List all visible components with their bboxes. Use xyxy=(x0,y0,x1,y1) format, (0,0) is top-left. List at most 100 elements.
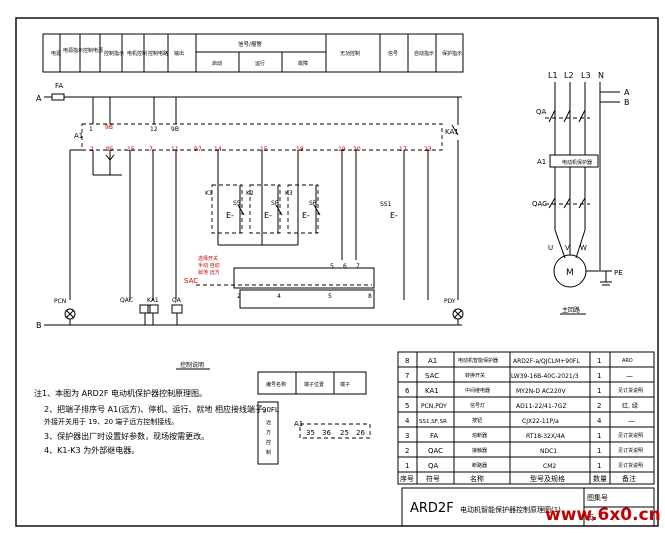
bom-cell: 1 xyxy=(597,462,601,470)
terminal: 17 xyxy=(399,146,407,153)
header-cell: 无功控制 xyxy=(340,50,360,57)
bom-cell: 4 xyxy=(597,417,602,425)
header-group-label: 信号/报警 xyxy=(238,40,262,48)
bom-cell: 2 xyxy=(597,402,601,410)
bom-header-cell: 符号 xyxy=(426,474,440,483)
header-cell: 控制电路 xyxy=(148,50,168,57)
contact-symbol: E- xyxy=(226,211,234,220)
terminal-vert-text: 制 xyxy=(266,449,271,456)
bom-row: 4 SS1,SF,SR 按钮 CJX22-11P/a 4 — xyxy=(405,417,635,425)
bom-cell: 接触器 xyxy=(472,447,487,454)
terminal-vert-text: 方 xyxy=(266,429,271,436)
title-main: ARD2F xyxy=(410,501,454,516)
header-sub-cell: 启动 xyxy=(212,60,222,67)
terminal: 97 xyxy=(194,146,202,153)
header-cell: 保护指示 xyxy=(442,50,462,57)
sac-note-line: 手动 自动 xyxy=(198,262,220,269)
pe-label: PE xyxy=(614,269,623,277)
a1-box-text: 电动机保护器 xyxy=(562,159,592,166)
terminal: 18 xyxy=(296,146,304,153)
bom-cell: — xyxy=(628,417,635,425)
bom-cell: AD11-22/41-7GZ xyxy=(516,403,567,410)
top-terminal: 1 xyxy=(89,126,93,133)
terminal: 15 xyxy=(127,146,135,153)
title-block: ARD2F 电动机智能保护器控制原理图(1) 图集号 页 xyxy=(401,487,655,527)
bom-header-row: 序号 符号 名称 型号及规格 数量 备注 xyxy=(400,474,636,483)
top-terminal: 12 xyxy=(150,126,158,133)
bom-cell: QA xyxy=(428,462,439,470)
terminal-table: 编号名称 端子位置 端子 90FL 远 方 控 制 A1 35 36 25 26 xyxy=(257,371,371,465)
terminal-w: W xyxy=(580,244,587,252)
breaker-qa-label: QA xyxy=(536,108,547,116)
a1-label-main: A1 xyxy=(537,158,546,166)
bom-cell: 见订货说明 xyxy=(618,387,643,394)
bus-a-label: A xyxy=(36,94,42,103)
bom-header-cell: 备注 xyxy=(622,474,636,483)
sac-selector: SAC 选择开关 手动 自动 就地 远方 2 4 5 8 5 6 7 xyxy=(184,255,375,309)
bom-cell: 转换开关 xyxy=(465,372,485,379)
bom-cell: RT18-32X/4A xyxy=(526,433,566,440)
header-cell: 电机控制 xyxy=(127,50,147,57)
bom-cell: PCN,PDY xyxy=(421,403,447,410)
header-cell: 控制电源 xyxy=(83,47,103,54)
notes-block: 控制说明 注1、本图为 ARD2F 电动机保护器控制原理图。 2、把端子排序号 … xyxy=(34,361,271,455)
bom-cell: 电动机智能保护器 xyxy=(458,357,498,364)
sac-number: 7 xyxy=(356,263,360,270)
bom-cell: MY2N-D AC220V xyxy=(516,388,566,395)
bom-cell: 见订货说明 xyxy=(618,432,643,439)
top-terminal: 9B xyxy=(105,124,113,131)
terminal-tag: 90FL xyxy=(262,406,279,414)
bom-cell: NDC1 xyxy=(540,448,557,455)
note-line: 3、保护器出厂时设置好参数，现场按需更改。 xyxy=(44,431,209,441)
bom-cell: 中间继电器 xyxy=(465,387,490,394)
main-bus-a: A xyxy=(624,88,630,97)
bom-cell: 见订货说明 xyxy=(618,447,643,454)
sac-label: SAC xyxy=(184,277,198,285)
bom-cell: 7 xyxy=(405,372,409,380)
terminal: 11 xyxy=(171,146,179,153)
title-subtitle: 电动机智能保护器控制原理图(1) xyxy=(460,505,561,514)
bom-table: 8 A1 电动机智能保护器 ARD2F-a/QJCLM+90FL 1 ARD 7… xyxy=(397,351,655,485)
a1-protector-box xyxy=(81,123,443,151)
main-circuit-caption: 主回路 xyxy=(562,306,580,314)
terminal: 95 xyxy=(106,146,114,153)
terminal: 14 xyxy=(214,146,222,153)
motor-label: M xyxy=(566,268,574,278)
bom-cell: 8 xyxy=(405,357,409,365)
bom-cell: CJX22-11P/a xyxy=(522,418,559,425)
header-sub-cell: 运行 xyxy=(255,60,265,67)
bom-row: 7 SAC 转换开关 LW39-16B-40C-2021/3 1 — xyxy=(405,372,633,380)
bom-cell: 1 xyxy=(597,372,601,380)
bom-cell: 1 xyxy=(597,447,601,455)
bom-cell: 1 xyxy=(597,432,601,440)
bom-cell: 1 xyxy=(597,357,601,365)
bom-cell: 1 xyxy=(597,387,601,395)
terminal: 2 xyxy=(90,146,94,153)
coil-qa xyxy=(171,304,183,314)
terminal-number: 35 xyxy=(306,429,315,437)
bom-header-cell: 序号 xyxy=(400,474,414,483)
terminal-v: V xyxy=(565,244,570,252)
bus-b-label: B xyxy=(36,321,42,330)
bom-row: 6 KA1 中间继电器 MY2N-D AC220V 1 见订货说明 xyxy=(405,387,643,395)
terminal-a1: A1 xyxy=(294,420,303,428)
note-line: 4、K1-K3 为外部继电器。 xyxy=(44,445,139,455)
sac-note-line: 选择开关 xyxy=(198,255,218,262)
bom-header-cell: 型号及规格 xyxy=(530,474,565,483)
contact-number: 4 xyxy=(277,293,281,300)
bom-cell: 信号灯 xyxy=(470,402,485,409)
contact-number: 5 xyxy=(328,293,332,300)
sac-note-line: 就地 远方 xyxy=(198,269,220,276)
bom-row: 8 A1 电动机智能保护器 ARD2F-a/QJCLM+90FL 1 ARD xyxy=(405,357,633,365)
terminal: 20 xyxy=(353,146,361,153)
top-terminal: 9B xyxy=(171,126,179,133)
header-cell: 电源 xyxy=(51,50,61,57)
ka1-label: KA1 xyxy=(445,128,459,136)
bom-header-cell: 数量 xyxy=(593,474,607,483)
sac-number: 5 xyxy=(330,263,334,270)
bom-cell: SAC xyxy=(425,372,439,380)
fuse-fa xyxy=(51,93,65,101)
switch-label: S5 xyxy=(233,200,241,207)
terminal-table-cell: 端子位置 xyxy=(304,381,324,388)
